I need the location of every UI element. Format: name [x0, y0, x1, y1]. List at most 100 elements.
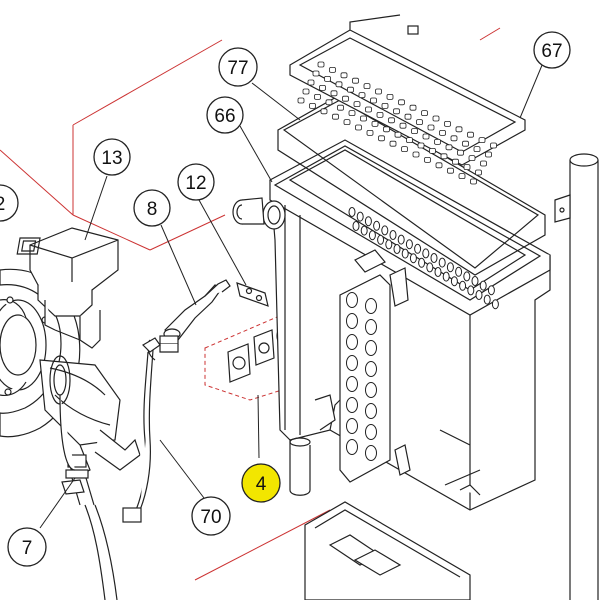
callout-circle [206, 96, 244, 134]
vent-slot [490, 142, 497, 149]
terminal-pin [459, 280, 467, 291]
callout-number: 66 [214, 106, 235, 127]
vent-slot [332, 113, 339, 120]
terminal-pin [483, 294, 491, 305]
vent-slot [485, 151, 492, 158]
terminal-pin [348, 207, 356, 217]
callout-circle [533, 31, 571, 69]
porthole [365, 445, 377, 461]
porthole [365, 382, 377, 398]
terminal-pin [364, 216, 372, 227]
vent-slot [434, 138, 441, 145]
porthole [346, 418, 358, 434]
vent-slot [455, 126, 463, 133]
vent-slot [388, 117, 395, 124]
vent-slot [312, 70, 320, 77]
terminal-row [348, 207, 499, 310]
porthole [365, 361, 377, 377]
terminal-pin [450, 276, 458, 287]
porthole [346, 355, 358, 371]
vent-slot [452, 158, 459, 165]
vent-slot [309, 103, 316, 109]
vent-slot [470, 178, 477, 185]
vent-slot [398, 99, 405, 106]
leader-lines [0, 57, 546, 529]
terminal-pin [393, 244, 401, 254]
callout-67[interactable]: 67 [533, 31, 571, 69]
terminal-pin [491, 299, 499, 310]
terminal-pin [442, 271, 450, 282]
porthole [346, 376, 358, 392]
callout-66[interactable]: 66 [206, 96, 244, 134]
vent-slot [411, 128, 418, 135]
vent-slot [417, 142, 425, 149]
terminal-pin [381, 225, 389, 236]
porthole [346, 439, 358, 455]
vent-slot [440, 153, 448, 160]
terminal-pin [434, 267, 442, 277]
callout-12[interactable]: 12 [177, 163, 215, 201]
vent-slot [406, 137, 413, 144]
porthole [365, 424, 377, 440]
vent-slot [450, 135, 458, 142]
vent-slot [427, 124, 435, 131]
terminal-pin [418, 257, 426, 268]
motor-housing [16, 227, 119, 349]
vent-slot [394, 131, 402, 138]
vent-slot [432, 115, 440, 122]
vent-slot [404, 113, 412, 120]
porthole-column [346, 292, 377, 461]
callout-70[interactable]: 70 [191, 496, 231, 536]
callout-number: 8 [147, 199, 158, 220]
vent-slot [378, 135, 385, 142]
callout-circle [93, 138, 131, 176]
callout-13[interactable]: 13 [93, 138, 131, 176]
terminal-pin [401, 248, 409, 259]
vent-slot [347, 86, 354, 93]
vent-slot [320, 108, 328, 115]
section-boundaries [0, 27, 501, 581]
vent-slot [435, 162, 443, 169]
vent-slot [363, 83, 371, 89]
callout-number: 12 [185, 173, 206, 194]
callout-77[interactable]: 77 [218, 47, 258, 87]
callout-8[interactable]: 8 [133, 189, 171, 227]
vent-slot [376, 112, 384, 118]
gasket-and-cable [122, 282, 269, 523]
terminal-pin [385, 239, 393, 250]
elbow-sensor [146, 279, 231, 361]
callout-number: 77 [227, 58, 248, 79]
vent-slot [389, 140, 397, 147]
vent-slot [412, 151, 420, 158]
terminal-pin [455, 266, 463, 277]
callout-circle [218, 47, 258, 87]
callout-7[interactable]: 7 [7, 527, 47, 567]
vent-slot [445, 144, 453, 151]
vent-slot [340, 72, 348, 79]
vent-slot [480, 160, 487, 167]
vent-slot [393, 108, 400, 115]
terminal-pin [438, 257, 446, 268]
vent-slot [366, 129, 374, 136]
vent-slot [375, 88, 382, 95]
terminal-pin [405, 239, 413, 250]
vent-slot [360, 115, 367, 122]
side-pipe [554, 153, 599, 600]
vent-slot [399, 122, 407, 129]
vent-slot [463, 164, 471, 171]
vent-slot [355, 124, 362, 131]
top-cover [289, 14, 526, 166]
vent-slot [467, 131, 474, 138]
terminal-pin [430, 253, 438, 263]
terminal-pin [446, 262, 454, 273]
terminal-pin [463, 271, 471, 282]
callout-2[interactable]: 2 [0, 184, 19, 222]
vent-slot [302, 88, 310, 95]
vent-slot [335, 81, 343, 88]
callout-4[interactable]: 4 [241, 463, 281, 503]
callout-circle [241, 463, 281, 503]
terminal-pin [426, 262, 434, 273]
vent-slot [383, 126, 390, 133]
bottom-tray [304, 501, 471, 600]
terminal-pin [360, 225, 368, 236]
